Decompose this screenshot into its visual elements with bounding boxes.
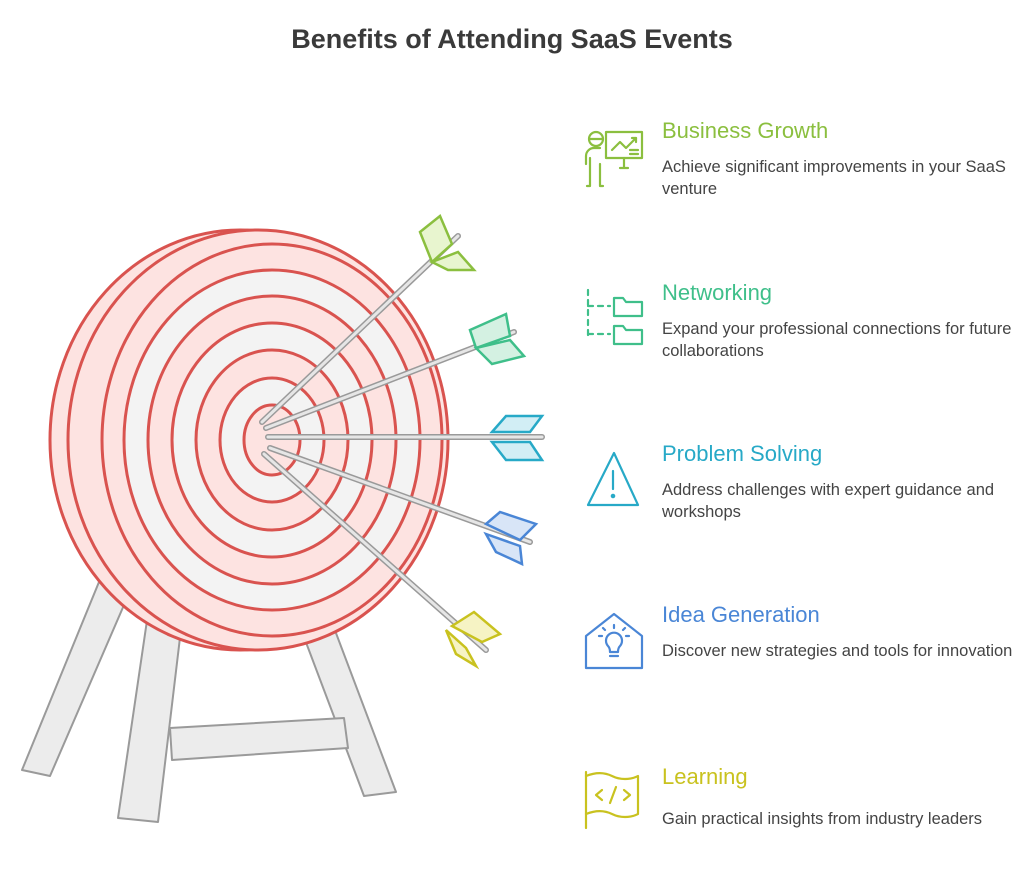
benefit-description: Discover new strategies and tools for in…	[662, 642, 1013, 660]
benefit-description: Achieve significant improvements in your…	[662, 158, 1006, 198]
arrows	[259, 213, 545, 670]
benefit-networking: Networking Expand your professional conn…	[580, 280, 1020, 384]
arrow-learning	[261, 451, 503, 670]
benefit-label: Idea Generation	[662, 602, 820, 627]
arrow-idea-generation	[267, 445, 539, 567]
lightbulb-house-icon	[584, 612, 644, 670]
arrow-problem-solving	[265, 414, 545, 462]
benefit-description: Address challenges with expert guidance …	[662, 481, 995, 521]
benefit-description: Gain practical insights from industry le…	[662, 810, 983, 828]
benefit-label: Business Growth	[662, 118, 829, 143]
arrow-networking	[263, 312, 527, 431]
presentation-chart-icon	[584, 130, 644, 188]
benefit-problem-solving: Problem Solving Address challenges with …	[580, 441, 1020, 545]
benefit-idea-generation: Idea Generation Discover new strategies …	[580, 602, 1020, 706]
target-stand	[21, 559, 397, 823]
warning-triangle-icon	[586, 451, 640, 507]
page-title: Benefits of Attending SaaS Events	[291, 24, 733, 54]
benefit-description: Expand your professional connections for…	[662, 320, 1012, 360]
benefit-learning: Learning Gain practical insights from in…	[580, 764, 1020, 868]
benefit-label: Learning	[662, 764, 748, 789]
benefit-business-growth: Business Growth Achieve significant impr…	[580, 118, 1020, 222]
benefit-label: Problem Solving	[662, 441, 823, 466]
folder-tree-icon	[586, 288, 644, 346]
code-flag-icon	[584, 770, 640, 830]
arrow-business-growth	[259, 213, 477, 425]
benefit-label: Networking	[662, 280, 773, 305]
